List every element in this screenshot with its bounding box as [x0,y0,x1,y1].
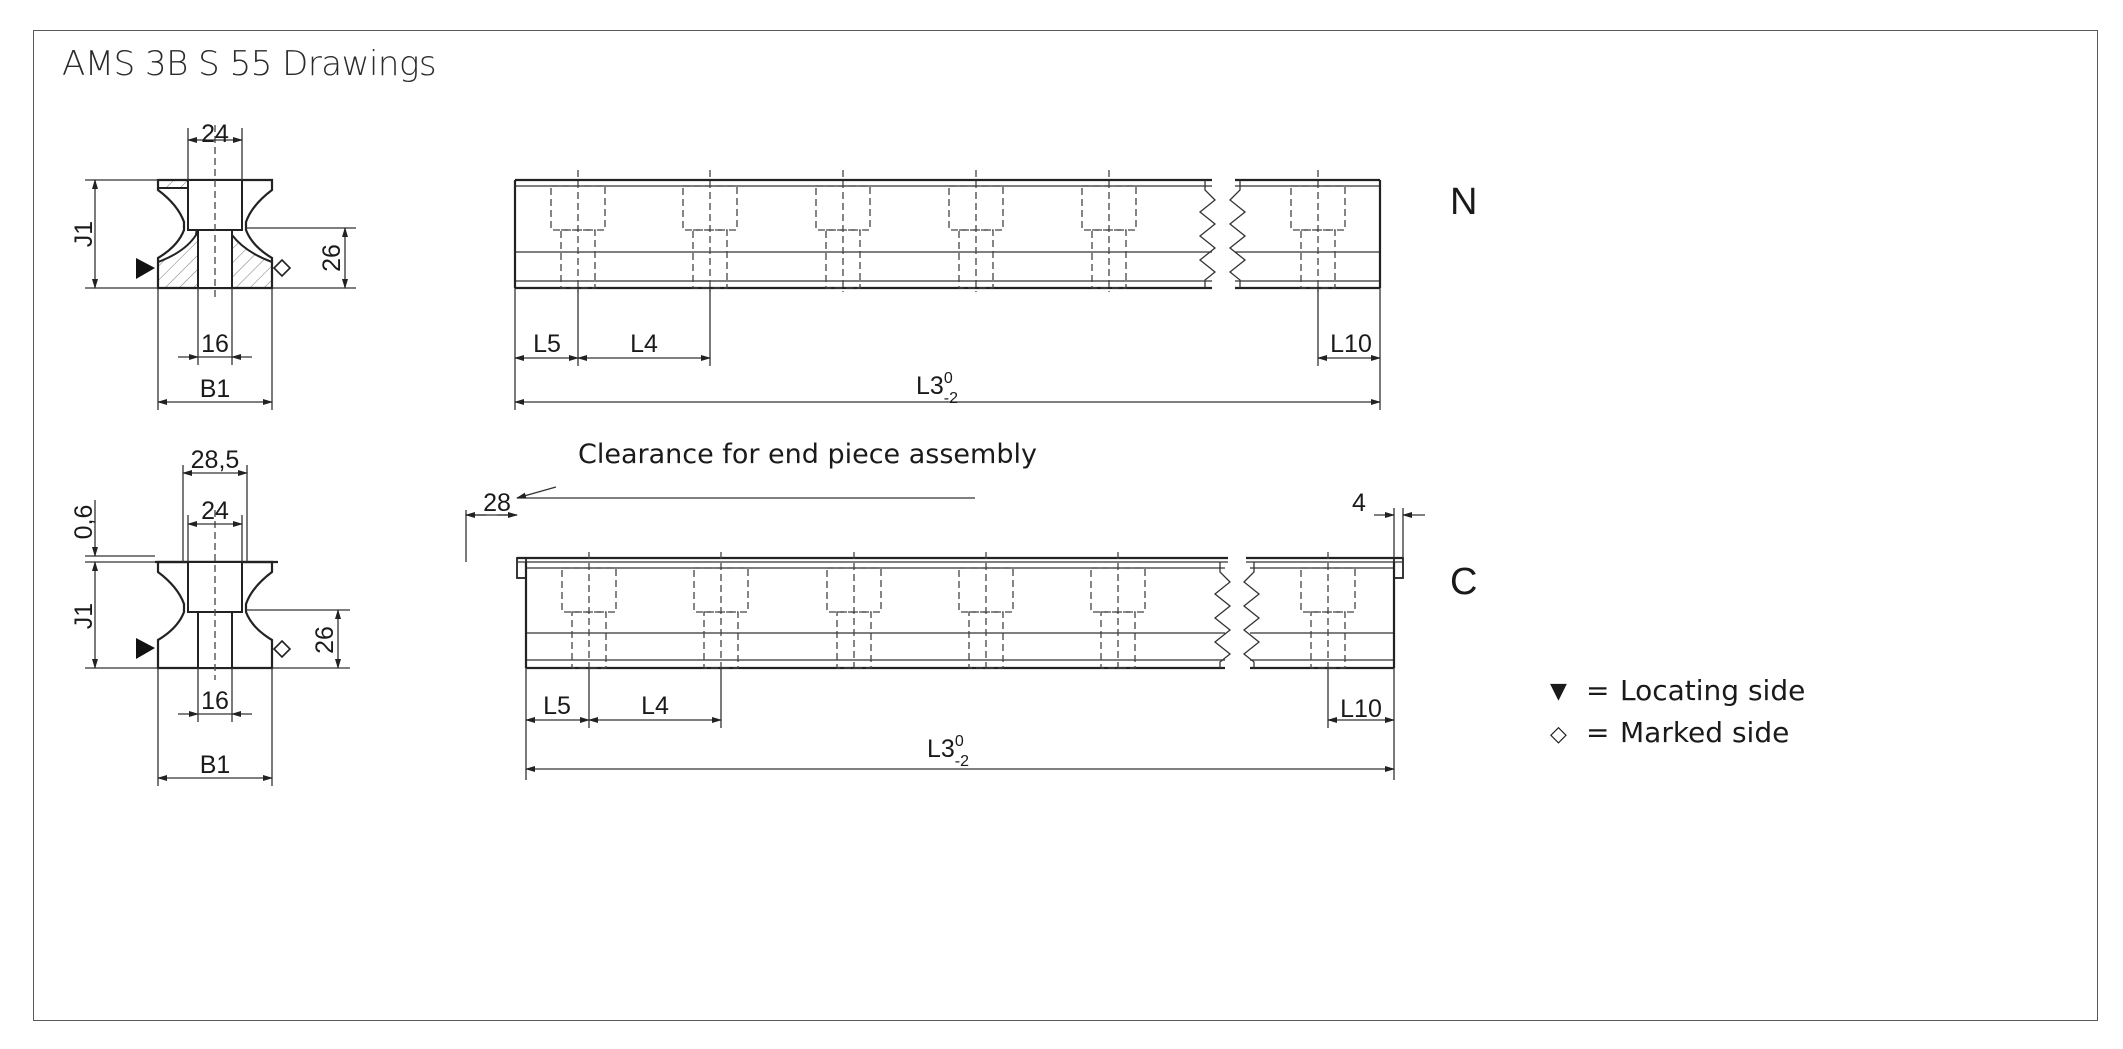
dim-l3-main: L3 [916,372,944,400]
dim-base-width-c: B1 [200,751,231,779]
legend-marked-icon: ◇ [1550,722,1567,747]
legend-locating-eq: = [1586,674,1609,707]
locating-side-icon [136,638,155,659]
dim-right-clearance: 4 [1352,489,1366,517]
dim-l4-c: L4 [641,692,669,720]
dim-l3-main-c: L3 [927,735,955,763]
rail-c: 28 Clearance for end piece assembly 4 L5… [465,439,1477,780]
dim-cap-width: 28,5 [191,446,240,474]
dim-l3-upper-tol: 0 [944,370,953,387]
legend-locating-label: Locating side [1620,674,1805,707]
dim-l10-c: L10 [1340,695,1382,723]
dim-top-width: 24 [201,120,229,148]
rail-n-holes [550,170,1346,292]
dim-l3: L30 -2 [916,370,958,407]
dim-top-width-c: 24 [201,497,229,525]
dim-l10: L10 [1330,330,1372,358]
dim-left-clearance: 28 [483,489,511,517]
dim-base-height-c: 26 [311,626,339,654]
legend-locating-icon: ▼ [1550,679,1567,704]
marked-side-icon [272,639,292,659]
dim-l3-lower-tol-c: -2 [955,753,969,770]
variant-label-c: C [1450,561,1477,603]
legend-marked-label: Marked side [1620,716,1789,749]
rail-n: L5 L4 L10 L30 -2 N [513,170,1477,410]
cross-section-n: 24 J1 26 16 B1 [70,120,356,410]
dim-height-j1: J1 [70,221,98,247]
dim-base-width: B1 [200,375,231,403]
rail-c-holes [561,552,1356,672]
dim-base-height: 26 [318,244,346,272]
dim-bore-width: 16 [201,330,229,358]
dim-bore-width-c: 16 [201,687,229,715]
locating-side-icon [136,258,155,279]
dim-height-j1-c: J1 [70,603,98,629]
dim-cap-height: 0,6 [70,505,98,540]
dim-l3-upper-tol-c: 0 [955,733,964,750]
dim-l4: L4 [630,330,658,358]
end-cap-left [516,557,527,579]
cross-section-c: 28,5 24 0,6 J1 26 16 B1 [70,446,350,786]
page-title: AMS 3B S 55 Drawings [62,44,437,84]
dim-l5-c: L5 [543,692,571,720]
dim-l3-lower-tol: -2 [944,390,958,407]
legend-marked-eq: = [1586,716,1609,749]
legend: ▼ = Locating side ◇ = Marked side [1550,674,1805,749]
dim-l5: L5 [533,330,561,358]
dim-l3-c: L30 -2 [927,733,969,770]
clearance-note: Clearance for end piece assembly [578,439,1037,470]
variant-label-n: N [1450,181,1477,223]
end-cap-right [1393,557,1404,579]
marked-side-icon [272,258,292,278]
drawing-frame [33,30,2098,1021]
